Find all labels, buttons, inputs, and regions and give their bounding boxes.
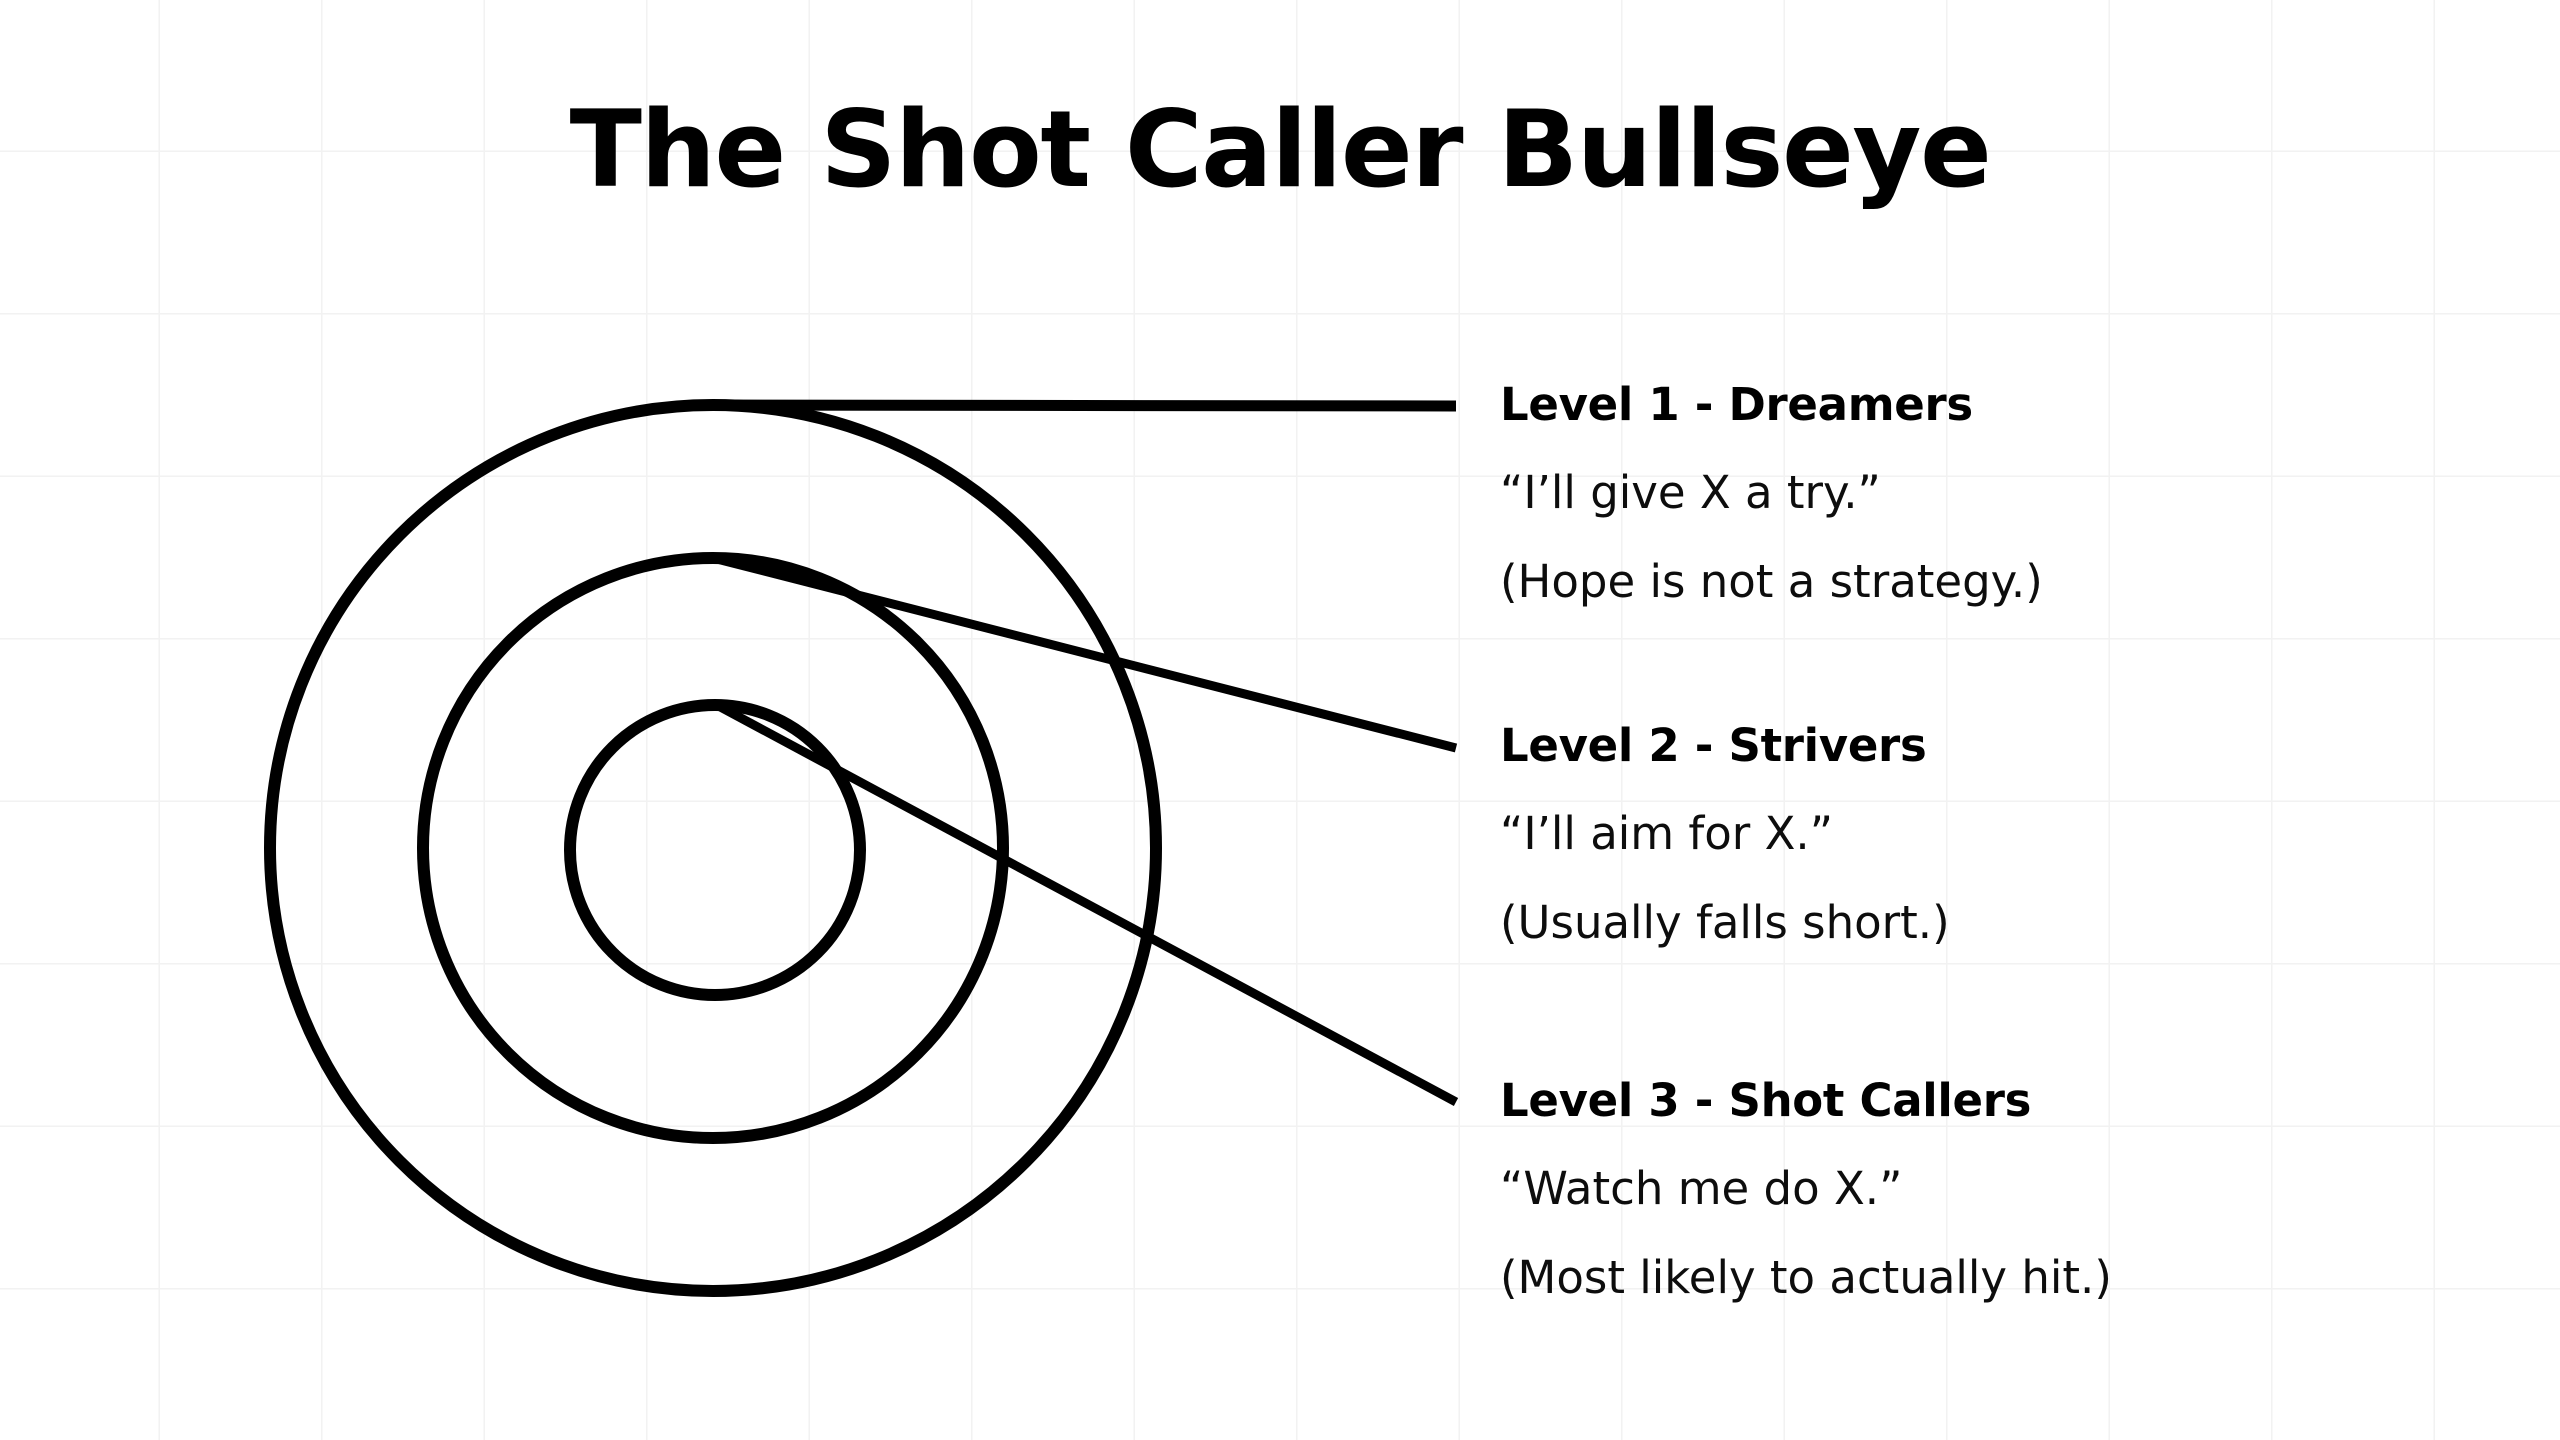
level-2-heading: Level 2 - Strivers — [1500, 719, 1927, 772]
bullseye-ring-middle — [417, 552, 1009, 1144]
leader-line-level-1 — [712, 399, 1457, 412]
level-2-quote: “I’ll aim for X.” — [1500, 807, 1834, 860]
level-1-heading: Level 1 - Dreamers — [1500, 378, 1973, 431]
level-3-note: (Most likely to actually hit.) — [1500, 1251, 2112, 1304]
level-3-quote: “Watch me do X.” — [1500, 1162, 1903, 1215]
level-block-1: Level 1 - Dreamers “I’ll give X a try.” … — [1500, 382, 2480, 604]
level-block-3: Level 3 - Shot Callers “Watch me do X.” … — [1500, 1078, 2480, 1300]
bullseye-ring-inner — [564, 699, 866, 1001]
level-1-note: (Hope is not a strategy.) — [1500, 555, 2043, 608]
level-2-note: (Usually falls short.) — [1500, 896, 1950, 949]
level-block-2: Level 2 - Strivers “I’ll aim for X.” (Us… — [1500, 723, 2480, 945]
page-title: The Shot Caller Bullseye — [569, 88, 1992, 211]
level-3-heading: Level 3 - Shot Callers — [1500, 1074, 2032, 1127]
bullseye-ring-outer — [264, 399, 1162, 1297]
level-1-quote: “I’ll give X a try.” — [1500, 466, 1881, 519]
